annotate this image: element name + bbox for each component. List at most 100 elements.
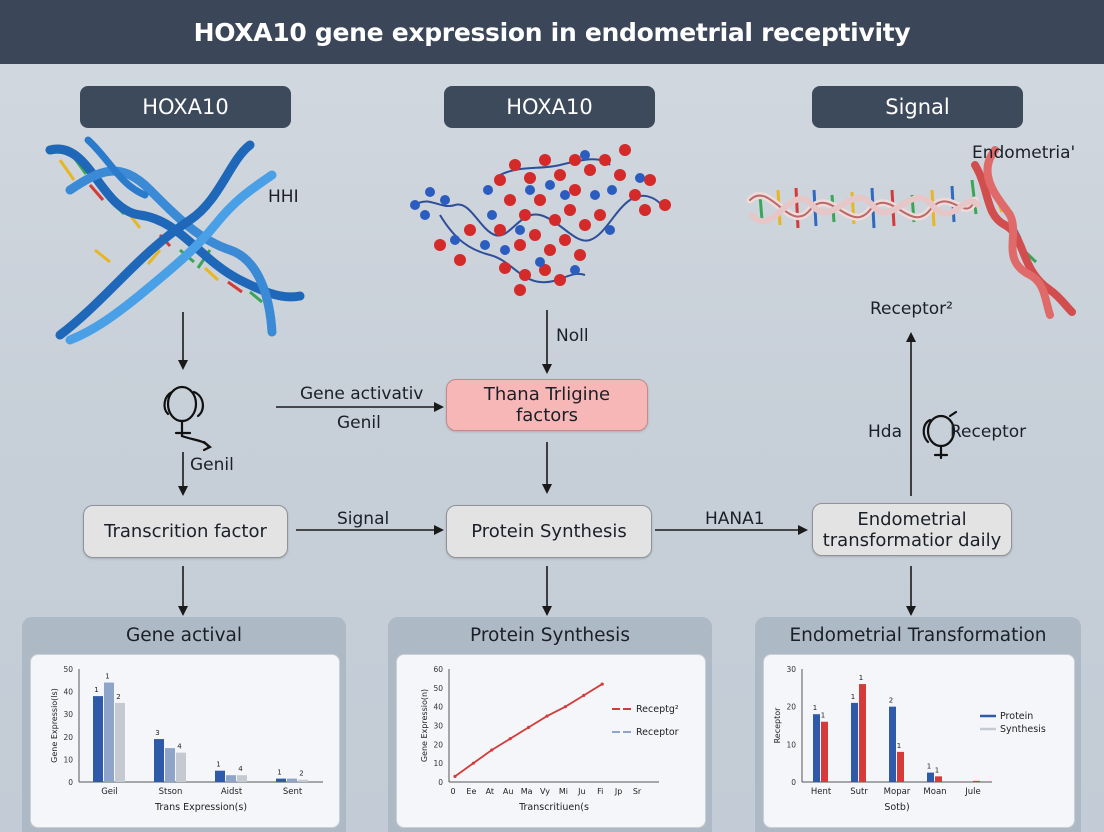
y-axis-label: Receptor — [773, 707, 782, 744]
bar-data-label: 1 — [897, 742, 901, 750]
x-tick-label: Mi — [559, 787, 568, 796]
x-tick-label: Sutr — [850, 787, 868, 797]
data-point — [545, 714, 549, 718]
box-endometrial-transformation: Endometrial transformatior daily — [812, 503, 1012, 556]
data-point — [471, 761, 475, 765]
y-tick-label: 10 — [63, 755, 73, 764]
bar — [215, 770, 225, 782]
bar-data-label: 1 — [813, 704, 817, 712]
x-tick-label: Jule — [964, 787, 981, 797]
y-tick-label: 20 — [786, 703, 796, 712]
chart-endometrial: 0102030ReceptorSotb)Hent11Sutr11Mopar21M… — [773, 665, 1046, 813]
bar — [226, 775, 236, 782]
label-receptor-icon: Receptor — [950, 422, 1027, 442]
bar — [287, 778, 297, 782]
x-tick-label: Jp — [614, 787, 622, 796]
bar-data-label: 3 — [155, 729, 159, 737]
x-tick-label: Moan — [923, 787, 946, 797]
legend-label: Receptg² — [636, 704, 679, 715]
bar-data-label: 1 — [851, 693, 855, 701]
bar-data-label: 1 — [927, 763, 931, 771]
x-tick-label: Stson — [159, 787, 183, 797]
label-genil-arrow: Genil — [337, 413, 381, 433]
label-hhi: HHI — [268, 187, 299, 207]
bar — [973, 780, 980, 782]
label-gene-activation: Gene activativ — [300, 384, 424, 404]
bar-data-label: 1 — [859, 674, 863, 682]
data-point — [527, 725, 531, 729]
y-tick-label: 30 — [786, 665, 796, 674]
y-tick-label: 60 — [433, 665, 443, 674]
bar — [115, 702, 125, 782]
receptor-icon-right — [922, 410, 958, 460]
bar-data-label: 1 — [277, 769, 281, 777]
label-endometria: Endometria' — [972, 143, 1076, 163]
x-tick-label: Vy — [540, 787, 550, 796]
y-tick-label: 10 — [786, 740, 796, 749]
bar-data-label: 1 — [821, 712, 825, 720]
bar — [298, 779, 308, 782]
data-point — [600, 682, 604, 686]
y-tick-label: 20 — [433, 740, 443, 749]
y-tick-label: 30 — [63, 710, 73, 719]
bar — [927, 772, 934, 782]
y-tick-label: 30 — [433, 722, 443, 731]
y-tick-label: 0 — [791, 778, 796, 787]
data-point — [453, 774, 457, 778]
y-tick-label: 50 — [433, 684, 443, 693]
bar — [859, 684, 866, 782]
label-hana1: HANA1 — [705, 509, 765, 529]
label-genil-left: Genil — [190, 455, 234, 475]
bar — [93, 696, 103, 782]
protein-molecule-illustration — [410, 144, 671, 296]
x-tick-label: Au — [503, 787, 514, 796]
bar-data-label: 1 — [935, 766, 939, 774]
bar-data-label: 2 — [299, 770, 303, 778]
panel-title-protein-synthesis: Protein Synthesis — [470, 625, 630, 646]
bar — [104, 682, 114, 782]
y-tick-label: 40 — [63, 688, 73, 697]
y-tick-label: 10 — [433, 759, 443, 768]
x-axis-label: Trans Expression(s) — [154, 802, 247, 813]
x-tick-label: 0 — [450, 787, 455, 796]
data-point — [490, 748, 494, 752]
label-signal: Signal — [337, 509, 390, 529]
x-axis-label: Sotb) — [884, 802, 909, 813]
bar — [821, 721, 828, 782]
label-receptor-top: Receptor² — [870, 299, 953, 319]
box-protein-synthesis: Protein Synthesis — [446, 505, 652, 558]
data-point — [563, 705, 567, 709]
x-tick-label: Ju — [577, 787, 585, 796]
bar-data-label: 2 — [116, 693, 120, 701]
y-tick-label: 0 — [438, 778, 443, 787]
legend-label: Protein — [1000, 711, 1033, 722]
x-tick-label: Sr — [633, 787, 642, 796]
header-left-hoxa10: HOXA10 — [80, 86, 291, 128]
y-tick-label: 50 — [63, 665, 73, 674]
page-title: HOXA10 gene expression in endometrial re… — [0, 0, 1104, 64]
bar — [154, 739, 164, 782]
x-tick-label: Fi — [597, 787, 603, 796]
bar — [935, 776, 942, 782]
x-tick-label: Hent — [811, 787, 832, 797]
label-hda: Hda — [868, 422, 902, 442]
bar-data-label: 2 — [889, 697, 893, 705]
panel-title-endometrial: Endometrial Transformation — [789, 625, 1047, 646]
x-tick-label: Aidst — [221, 787, 243, 797]
header-right-signal: Signal — [812, 86, 1023, 128]
receptor-icon-left — [163, 385, 212, 452]
x-axis-label: Transcritiuen(s — [518, 802, 589, 813]
bar-data-label: 1 — [105, 673, 109, 681]
panel-title-gene-activation: Gene actival — [125, 625, 243, 646]
x-tick-label: Ma — [521, 787, 533, 796]
legend-label: Synthesis — [1000, 724, 1046, 735]
bar — [897, 751, 904, 782]
y-tick-label: 20 — [63, 733, 73, 742]
